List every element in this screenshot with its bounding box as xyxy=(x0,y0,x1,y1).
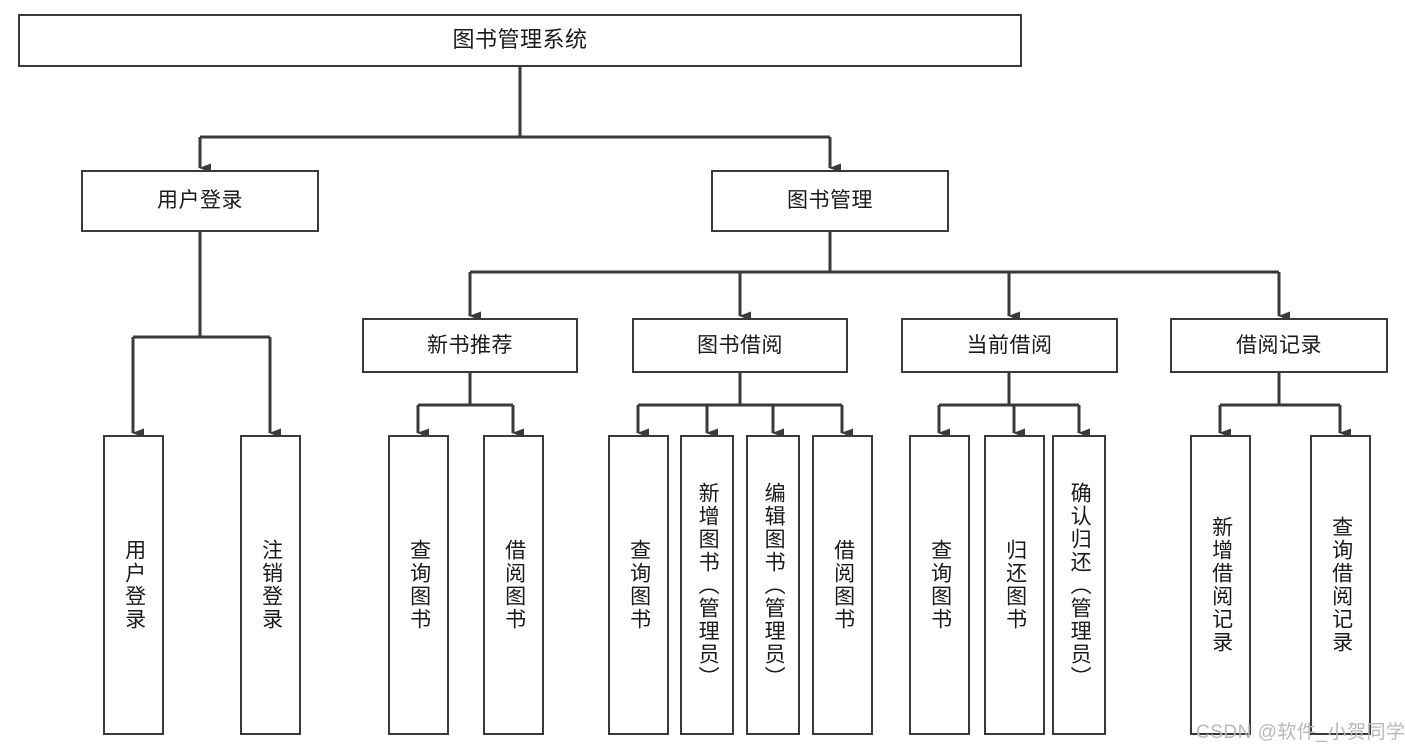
node-leaf-user-login[interactable]: 用户登录 xyxy=(103,435,164,735)
node-label: 编辑图书（管理员） xyxy=(762,481,786,689)
node-label: 查询图书 xyxy=(407,539,431,631)
node-label: 借阅图书 xyxy=(831,539,855,631)
node-current-borrow[interactable]: 当前借阅 xyxy=(901,318,1118,373)
node-leaf-query-books-borrow[interactable]: 查询图书 xyxy=(608,435,669,735)
node-label: 查询图书 xyxy=(627,539,651,631)
node-label: 查询借阅记录 xyxy=(1329,516,1353,654)
node-label: 确认归还（管理员） xyxy=(1068,481,1092,689)
node-label: 借阅图书 xyxy=(502,539,526,631)
node-leaf-edit-book[interactable]: 编辑图书（管理员） xyxy=(746,435,800,735)
node-label: 图书借阅 xyxy=(697,333,783,357)
node-borrow-record[interactable]: 借阅记录 xyxy=(1170,318,1388,373)
node-label: 借阅记录 xyxy=(1236,333,1322,357)
node-root[interactable]: 图书管理系统 xyxy=(18,14,1022,67)
node-label: 图书管理系统 xyxy=(452,27,588,53)
node-label: 用户登录 xyxy=(122,539,146,631)
node-book-management[interactable]: 图书管理 xyxy=(711,170,949,232)
node-label: 当前借阅 xyxy=(966,333,1053,357)
connectors-group xyxy=(131,67,1351,438)
node-label: 用户登录 xyxy=(157,189,243,213)
node-label: 注销登录 xyxy=(259,539,283,631)
node-label: 新书推荐 xyxy=(427,333,513,357)
node-leaf-query-books-current[interactable]: 查询图书 xyxy=(909,435,970,735)
node-label: 归还图书 xyxy=(1003,539,1027,631)
node-leaf-add-record[interactable]: 新增借阅记录 xyxy=(1190,435,1251,735)
node-leaf-query-record[interactable]: 查询借阅记录 xyxy=(1310,435,1371,735)
node-leaf-query-books-rec[interactable]: 查询图书 xyxy=(388,435,449,735)
node-label: 查询图书 xyxy=(928,539,952,631)
node-leaf-confirm-return[interactable]: 确认归还（管理员） xyxy=(1052,435,1106,735)
node-user-login[interactable]: 用户登录 xyxy=(81,170,319,232)
node-leaf-add-book[interactable]: 新增图书（管理员） xyxy=(680,435,734,735)
node-label: 新增图书（管理员） xyxy=(696,481,720,689)
node-leaf-logout[interactable]: 注销登录 xyxy=(240,435,301,735)
node-label: 图书管理 xyxy=(787,189,873,213)
node-book-borrow[interactable]: 图书借阅 xyxy=(632,318,848,373)
node-leaf-return-book[interactable]: 归还图书 xyxy=(984,435,1045,735)
node-leaf-borrow-books-rec[interactable]: 借阅图书 xyxy=(483,435,544,735)
node-new-book-recommend[interactable]: 新书推荐 xyxy=(362,318,578,373)
node-leaf-borrow-book[interactable]: 借阅图书 xyxy=(812,435,873,735)
node-label: 新增借阅记录 xyxy=(1209,516,1233,654)
